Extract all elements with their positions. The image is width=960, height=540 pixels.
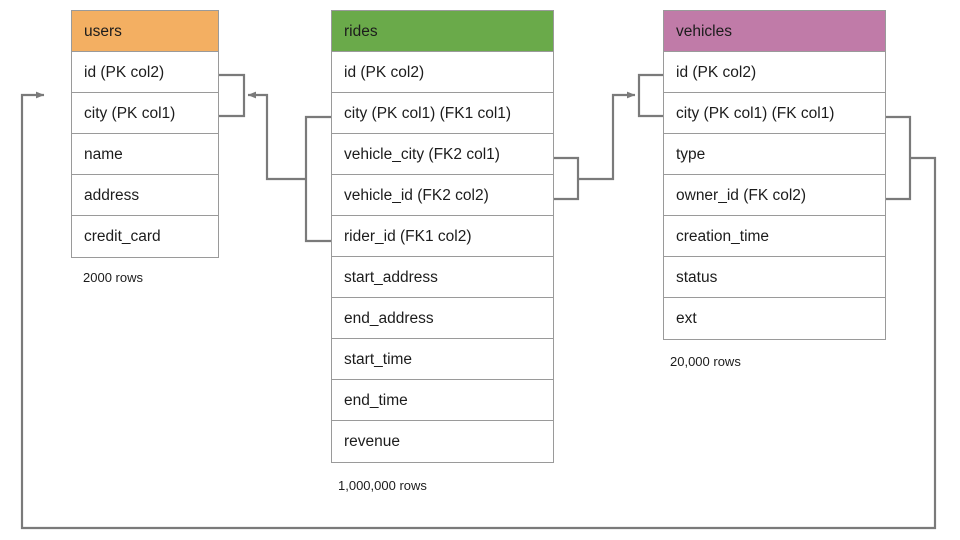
table-vehicles-column-owner-id[interactable]: owner_id (FK col2)	[664, 175, 885, 216]
table-users-row-count: 2000 rows	[83, 270, 143, 285]
connector-rides-to-vehicles-link	[578, 91, 636, 181]
table-rides-column-end-address[interactable]: end_address	[332, 298, 553, 339]
table-vehicles-column-ext[interactable]: ext	[664, 298, 885, 339]
column-label: id (PK col2)	[84, 64, 165, 81]
table-users-column-city[interactable]: city (PK col1)	[72, 93, 218, 134]
table-users-column-address[interactable]: address	[72, 175, 218, 216]
table-vehicles-column-type[interactable]: type	[664, 134, 885, 175]
column-label: status	[676, 269, 718, 286]
table-rides-column-revenue[interactable]: revenue	[332, 421, 553, 462]
connector-rides-to-vehicles-bracket-target	[637, 73, 663, 118]
table-rides-header: rides	[332, 11, 553, 52]
connector-vehicles-to-users-bracket-source	[886, 115, 912, 201]
table-users-column-credit-card[interactable]: credit_card	[72, 216, 218, 257]
column-label: city (PK col1) (FK col1)	[676, 105, 835, 122]
column-label: id (PK col2)	[344, 64, 425, 81]
column-label: revenue	[344, 433, 401, 450]
column-label: start_address	[344, 269, 438, 286]
column-label: credit_card	[84, 228, 161, 245]
column-label: address	[84, 187, 140, 204]
table-rides-column-vehicle-city[interactable]: vehicle_city (FK2 col1)	[332, 134, 553, 175]
column-label: owner_id (FK col2)	[676, 187, 807, 204]
column-label: creation_time	[676, 228, 770, 245]
table-vehicles-column-creation-time[interactable]: creation_time	[664, 216, 885, 257]
table-rides-column-id[interactable]: id (PK col2)	[332, 52, 553, 93]
table-users-column-id[interactable]: id (PK col2)	[72, 52, 218, 93]
table-users-column-name[interactable]: name	[72, 134, 218, 175]
table-users-header: users	[72, 11, 218, 52]
column-label: vehicle_city (FK2 col1)	[344, 146, 500, 163]
table-rides-column-start-time[interactable]: start_time	[332, 339, 553, 380]
table-vehicles-column-city[interactable]: city (PK col1) (FK col1)	[664, 93, 885, 134]
table-rides-column-rider-id[interactable]: rider_id (FK1 col2)	[332, 216, 553, 257]
connector-rides-to-users-bracket-source	[304, 115, 331, 243]
table-rides-column-vehicle-id[interactable]: vehicle_id (FK2 col2)	[332, 175, 553, 216]
column-label: end_address	[344, 310, 434, 327]
connector-rides-to-users-link	[247, 91, 306, 181]
table-users[interactable]: users id (PK col2) city (PK col1) name a…	[71, 10, 219, 258]
column-label: end_time	[344, 392, 408, 409]
table-rides-column-start-address[interactable]: start_address	[332, 257, 553, 298]
column-label: start_time	[344, 351, 413, 368]
connector-rides-to-vehicles-bracket-source	[554, 156, 580, 201]
connector-rides-to-users-bracket-target	[219, 73, 246, 118]
column-label: id (PK col2)	[676, 64, 757, 81]
column-label: name	[84, 146, 123, 163]
table-vehicles-column-status[interactable]: status	[664, 257, 885, 298]
column-label: city (PK col1) (FK1 col1)	[344, 105, 512, 122]
table-vehicles-header: vehicles	[664, 11, 885, 52]
table-rides-column-end-time[interactable]: end_time	[332, 380, 553, 421]
column-label: city (PK col1)	[84, 105, 176, 122]
table-rides[interactable]: rides id (PK col2) city (PK col1) (FK1 c…	[331, 10, 554, 463]
table-vehicles-title: vehicles	[676, 23, 732, 40]
table-rides-title: rides	[344, 23, 378, 40]
column-label: ext	[676, 310, 697, 327]
table-rides-row-count: 1,000,000 rows	[338, 478, 427, 493]
column-label: rider_id (FK1 col2)	[344, 228, 472, 245]
table-vehicles-row-count: 20,000 rows	[670, 354, 741, 369]
table-users-title: users	[84, 23, 122, 40]
table-rides-column-city[interactable]: city (PK col1) (FK1 col1)	[332, 93, 553, 134]
column-label: type	[676, 146, 706, 163]
column-label: vehicle_id (FK2 col2)	[344, 187, 489, 204]
table-vehicles[interactable]: vehicles id (PK col2) city (PK col1) (FK…	[663, 10, 886, 340]
table-vehicles-column-id[interactable]: id (PK col2)	[664, 52, 885, 93]
